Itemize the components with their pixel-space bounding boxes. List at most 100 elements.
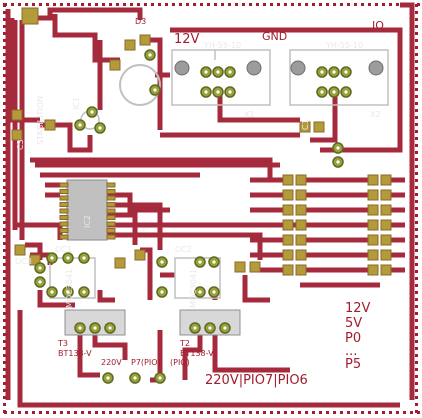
border-dot bbox=[207, 411, 210, 414]
border-dot bbox=[403, 411, 406, 414]
label-220v-small: 220V bbox=[101, 358, 122, 367]
border-dot bbox=[333, 3, 336, 6]
ic2-pin-left bbox=[59, 195, 69, 201]
border-dot bbox=[415, 116, 418, 119]
pad-hole bbox=[78, 123, 82, 127]
border-dot bbox=[415, 144, 418, 147]
pad-hole bbox=[78, 326, 82, 330]
pad-r-b bbox=[134, 249, 146, 261]
border-dot bbox=[3, 179, 6, 182]
border-dot bbox=[39, 3, 42, 6]
border-dot bbox=[415, 326, 418, 329]
border-dot bbox=[256, 411, 259, 414]
border-dot bbox=[3, 53, 6, 56]
border-dot bbox=[340, 3, 343, 6]
pad-c1-a bbox=[299, 121, 311, 133]
pad-hole bbox=[66, 290, 70, 294]
resistor-pad bbox=[380, 264, 392, 276]
ic2-pin-right bbox=[106, 202, 116, 207]
border-dot bbox=[361, 411, 364, 414]
label-oc3: OC3 bbox=[15, 257, 32, 266]
border-dot bbox=[137, 3, 140, 6]
border-dot bbox=[415, 179, 418, 182]
border-dot bbox=[347, 411, 350, 414]
label-c1: C1 bbox=[301, 119, 310, 130]
border-dot bbox=[415, 130, 418, 133]
pad-hole bbox=[160, 290, 164, 294]
connector-x2 bbox=[289, 49, 389, 106]
border-dot bbox=[67, 411, 70, 414]
capacitor-c2 bbox=[119, 64, 161, 106]
pad-j1 bbox=[21, 7, 39, 25]
ic2-body bbox=[66, 179, 108, 241]
border-dot bbox=[3, 368, 6, 371]
border-dot bbox=[415, 165, 418, 168]
border-dot bbox=[67, 3, 70, 6]
border-dot bbox=[415, 277, 418, 280]
border-dot bbox=[158, 411, 161, 414]
resistor-pad bbox=[380, 234, 392, 246]
pad-hole bbox=[153, 88, 157, 92]
pad-c3-a bbox=[11, 109, 23, 121]
border-dot bbox=[415, 46, 418, 49]
border-dot bbox=[3, 60, 6, 63]
pad-hole bbox=[50, 256, 54, 260]
border-dot bbox=[3, 270, 6, 273]
border-dot bbox=[354, 3, 357, 6]
pad-hole bbox=[204, 90, 208, 94]
label-yh-right: YH-55-10 bbox=[326, 41, 364, 50]
resistor-pad bbox=[380, 204, 392, 216]
border-dot bbox=[3, 4, 6, 7]
border-dot bbox=[3, 347, 6, 350]
border-dot bbox=[3, 158, 6, 161]
border-dot bbox=[3, 326, 6, 329]
border-dot bbox=[116, 3, 119, 6]
border-dot bbox=[305, 3, 308, 6]
border-dot bbox=[291, 3, 294, 6]
border-dot bbox=[172, 411, 175, 414]
border-dot bbox=[415, 228, 418, 231]
border-dot bbox=[3, 228, 6, 231]
border-dot bbox=[3, 144, 6, 147]
label-stabilization: STABILITION bbox=[36, 95, 45, 145]
label-x1: X1 bbox=[244, 110, 255, 119]
pad-hole bbox=[320, 90, 324, 94]
resistor-pad bbox=[367, 174, 379, 186]
border-dot bbox=[415, 158, 418, 161]
border-dot bbox=[144, 411, 147, 414]
border-dot bbox=[221, 411, 224, 414]
border-dot bbox=[415, 375, 418, 378]
border-dot bbox=[312, 411, 315, 414]
border-dot bbox=[415, 347, 418, 350]
border-dot bbox=[235, 411, 238, 414]
border-dot bbox=[340, 411, 343, 414]
border-dot bbox=[186, 411, 189, 414]
resistor-pad bbox=[282, 249, 294, 261]
border-dot bbox=[415, 151, 418, 154]
resistor-pad bbox=[295, 264, 307, 276]
border-dot bbox=[298, 411, 301, 414]
connector-x1 bbox=[171, 49, 271, 106]
ic2-pin-left bbox=[59, 182, 69, 188]
border-dot bbox=[3, 284, 6, 287]
ic2-pin-left bbox=[59, 189, 69, 194]
border-dot bbox=[25, 411, 28, 414]
resistor-pad bbox=[380, 249, 392, 261]
border-dot bbox=[347, 3, 350, 6]
border-dot bbox=[137, 411, 140, 414]
border-dot bbox=[284, 411, 287, 414]
pad-hole bbox=[148, 53, 152, 57]
border-dot bbox=[375, 3, 378, 6]
label-bt-right: BT138-V bbox=[180, 349, 214, 358]
border-dot bbox=[3, 242, 6, 245]
ic2-pin-left bbox=[59, 215, 69, 220]
list-item-5v: 5V bbox=[345, 316, 363, 331]
ic2-pin-left bbox=[59, 208, 69, 214]
pad-hole bbox=[336, 160, 340, 164]
border-dot bbox=[3, 151, 6, 154]
border-dot bbox=[3, 39, 6, 42]
pad-hole bbox=[133, 376, 137, 380]
border-dot bbox=[18, 411, 21, 414]
border-dot bbox=[3, 221, 6, 224]
